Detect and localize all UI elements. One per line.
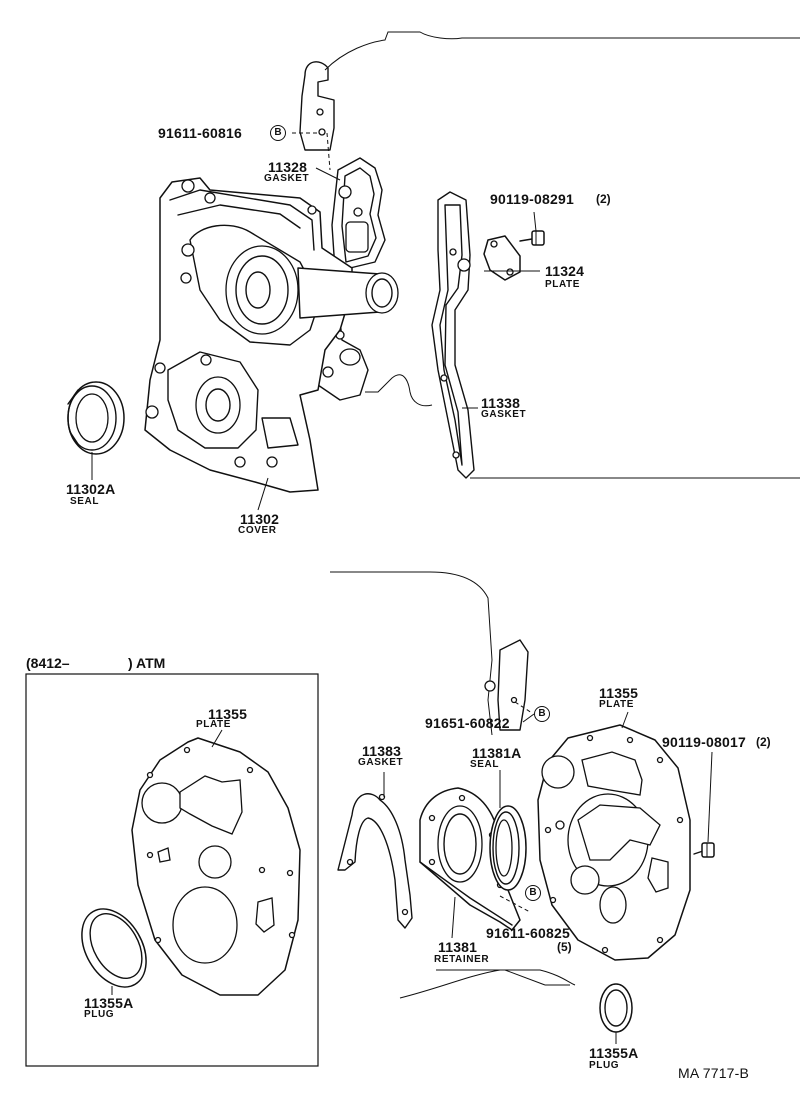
part-number-11324: 11324 <box>545 263 585 279</box>
part-name-gasket-11328: GASKET <box>264 173 310 184</box>
part-number-91651-60822: 91651-60822 <box>425 715 510 731</box>
atm-drive-plate <box>131 737 301 996</box>
atm-box <box>25 673 319 1067</box>
rear-bracket <box>484 639 529 731</box>
part-number-11355A-rear: 11355A <box>589 1045 639 1061</box>
atm-box-header-open: (8412– <box>26 655 70 671</box>
part-qty-90119-08291: (2) <box>596 192 611 206</box>
atm-box-header-close: ) ATM <box>128 655 166 671</box>
part-name-cover-11302: COVER <box>238 525 277 536</box>
rear-oil-seal-gasket <box>337 793 413 929</box>
part-name-seal-11302A: SEAL <box>70 496 100 507</box>
end-plate-bolt-icon <box>693 842 715 858</box>
bolt-marker-retainer: B <box>525 885 541 901</box>
part-number-11302: 11302 <box>240 511 280 527</box>
part-number-91611-60816: 91611-60816 <box>158 125 242 141</box>
part-number-11381A: 11381A <box>472 745 522 761</box>
part-number-90119-08291: 90119-08291 <box>490 191 574 207</box>
rear-oil-seal <box>489 805 527 891</box>
part-number-11383: 11383 <box>362 743 402 759</box>
part-name-retainer-11381: RETAINER <box>434 954 490 965</box>
bolt-marker-top: B <box>270 125 286 141</box>
atm-plug <box>81 908 147 988</box>
engine-outline-top <box>324 31 800 71</box>
small-plate <box>483 235 521 281</box>
part-name-gasket-11338: GASKET <box>481 409 527 420</box>
timing-cover <box>144 177 399 493</box>
long-gasket <box>431 191 475 479</box>
part-number-11302A: 11302A <box>66 481 116 497</box>
timing-cover-gasket <box>311 157 386 401</box>
part-name-plate-11324: PLATE <box>545 279 581 290</box>
part-number-11355-rear: 11355 <box>599 685 639 701</box>
rear-end-plate <box>537 724 691 961</box>
part-name-plate-11355-rear: PLATE <box>599 699 635 710</box>
part-name-plug-11355A-atm: PLUG <box>84 1009 115 1020</box>
timing-cover-bracket <box>299 61 335 151</box>
part-number-90119-08017: 90119-08017 <box>662 734 746 750</box>
part-name-plug-11355A-rear: PLUG <box>589 1060 620 1071</box>
engine-outline-lower-top <box>365 374 433 407</box>
part-number-11338: 11338 <box>481 395 521 411</box>
figure-code: MA 7717-B <box>678 1065 750 1081</box>
part-number-11355-atm: 11355 <box>208 706 248 722</box>
part-name-plate-11355-atm: PLATE <box>196 719 232 730</box>
part-number-11328: 11328 <box>268 159 308 175</box>
part-number-11355A-atm: 11355A <box>84 995 134 1011</box>
bolt-marker-mid: B <box>534 706 550 722</box>
plate-bolt-icon <box>519 230 545 246</box>
part-qty-91611-60825: (5) <box>557 940 572 954</box>
part-qty-90119-08017: (2) <box>756 735 771 749</box>
part-number-11381: 11381 <box>438 939 478 955</box>
part-number-91611-60825: 91611-60825 <box>486 925 570 941</box>
part-name-seal-11381A: SEAL <box>470 759 500 770</box>
front-oil-seal <box>67 381 125 455</box>
rear-plug <box>599 983 633 1033</box>
part-name-gasket-11383: GASKET <box>358 757 404 768</box>
